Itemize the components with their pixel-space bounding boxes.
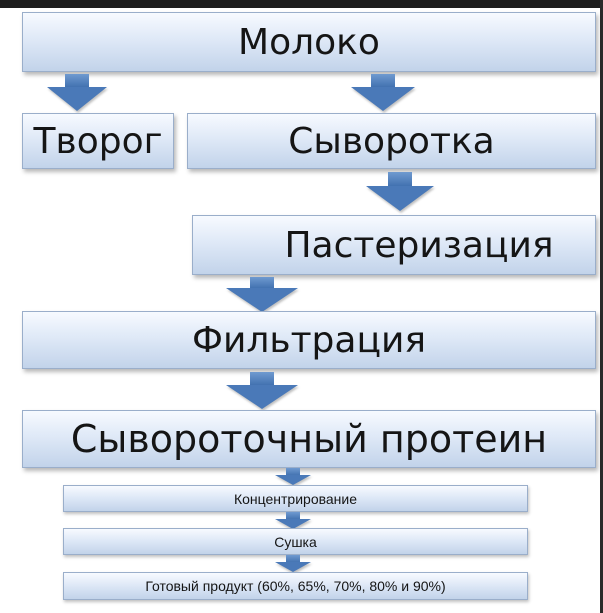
drying-box: Сушка <box>63 528 528 555</box>
whey-box: Сыворотка <box>187 113 596 169</box>
final-product-label: Готовый продукт (60%, 65%, 70%, 80% и 90… <box>145 578 446 594</box>
final-product-box: Готовый продукт (60%, 65%, 70%, 80% и 90… <box>63 572 528 600</box>
milk-label: Молоко <box>238 21 380 63</box>
milk-box: Молоко <box>22 12 596 72</box>
curd-box: Творог <box>22 113 174 169</box>
whey-label: Сыворотка <box>288 120 495 162</box>
filtration-box: Фильтрация <box>22 311 596 369</box>
top-border <box>0 0 603 8</box>
curd-label: Творог <box>33 120 163 162</box>
concentration-label: Концентрирование <box>233 490 358 507</box>
filtration-label: Фильтрация <box>191 319 427 361</box>
concentration-box: Концентрирование <box>63 485 528 512</box>
pasteurization-label: Пастеризация <box>284 224 554 266</box>
pasteurization-box: Пастеризация <box>192 215 596 275</box>
whey-protein-box: Сывороточный протеин <box>22 410 596 468</box>
drying-label: Сушка <box>274 533 317 550</box>
whey-protein-label: Сывороточный протеин <box>70 417 548 461</box>
right-border <box>600 0 603 613</box>
